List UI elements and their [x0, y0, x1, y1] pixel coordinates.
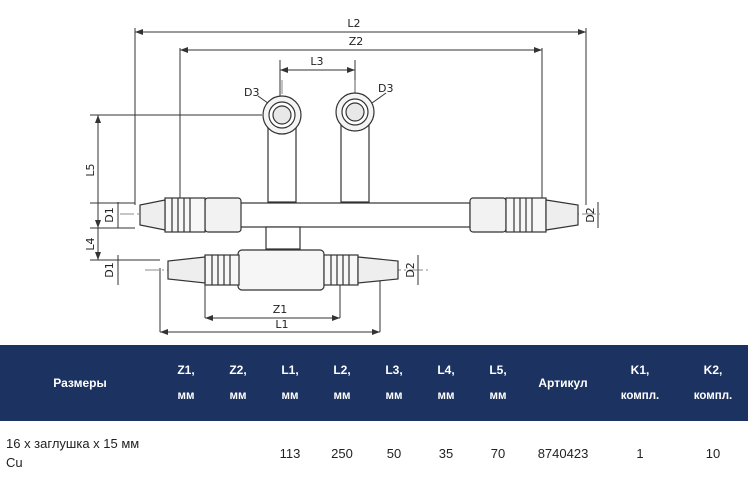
label-L3: L3	[310, 55, 323, 68]
label-Z2: Z2	[349, 35, 364, 48]
header-z2: Z2,мм	[229, 363, 247, 402]
cell-article: 8740423	[537, 445, 589, 461]
spec-table: Размеры Z1,мм Z2,мм L1,мм L2,мм L3,мм L4…	[0, 345, 748, 485]
header-k1: K1,компл.	[620, 363, 660, 402]
label-L2: L2	[347, 17, 360, 30]
label-L4: L4	[84, 237, 97, 250]
header-sizes: Размеры	[53, 376, 107, 390]
header-l4: L4,мм	[437, 363, 455, 402]
header-l3: L3,мм	[385, 363, 403, 402]
table-row: 16 x заглушка x 15 мм Cu 113 250 50 35 7…	[0, 421, 748, 485]
riser-left	[262, 95, 302, 203]
cell-l2: 250	[331, 445, 353, 461]
header-article: Артикул	[538, 376, 588, 390]
cell-l5: 70	[490, 445, 506, 461]
label-D2-bottom: D2	[404, 262, 417, 277]
cell-k2: 10	[705, 445, 721, 461]
upper-manifold	[139, 197, 579, 250]
label-Z1: Z1	[273, 303, 288, 316]
cell-z1	[160, 421, 212, 485]
cell-z2	[212, 421, 264, 485]
cell-l1: 113	[279, 445, 301, 461]
cell-l4: 35	[438, 445, 454, 461]
label-D1-top: D1	[103, 207, 116, 222]
label-D3-left: D3	[244, 86, 259, 99]
riser-right	[335, 92, 375, 203]
lower-tee	[167, 249, 399, 291]
technical-drawing: L2 Z2 L3 D3 D3 L5 D1 L4 D1 D2 D2 Z1 L1	[84, 17, 600, 335]
cell-k1: 1	[636, 445, 644, 461]
label-L5: L5	[84, 163, 97, 176]
header-l2: L2,мм	[333, 363, 351, 402]
label-L1: L1	[275, 318, 288, 331]
label-D3-right: D3	[378, 82, 393, 95]
header-l5: L5,мм	[489, 363, 507, 402]
cell-size: 16 x заглушка x 15 мм Cu	[6, 436, 140, 470]
cell-l3: 50	[386, 445, 402, 461]
label-D2-top: D2	[584, 207, 597, 222]
label-D1-bottom: D1	[103, 262, 116, 277]
table-header-row: Размеры Z1,мм Z2,мм L1,мм L2,мм L3,мм L4…	[0, 345, 748, 421]
header-z1: Z1,мм	[177, 363, 195, 402]
header-l1: L1,мм	[281, 363, 299, 402]
header-k2: K2,компл.	[693, 363, 733, 402]
